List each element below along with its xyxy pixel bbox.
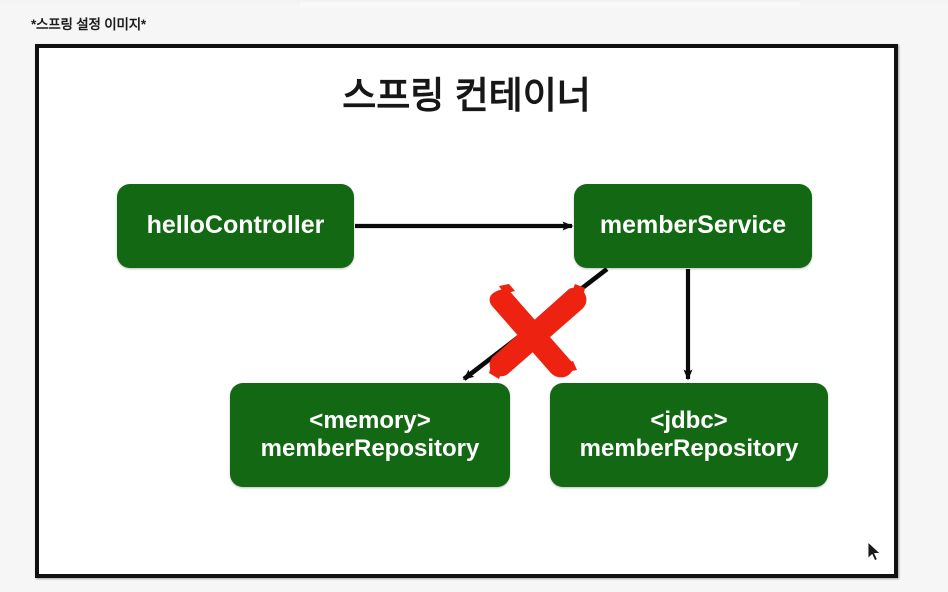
node-member-service[interactable]: memberService — [574, 184, 812, 268]
slide-frame: 스프링 컨테이너 — [35, 44, 898, 578]
bottom-edge-fade — [0, 585, 948, 592]
arrow-service-to-memory — [462, 267, 609, 381]
slide-title: 스프링 컨테이너 — [342, 75, 591, 116]
top-strip-highlight — [300, 2, 800, 7]
node-jdbc-member-repository-type: <jdbc> — [650, 406, 728, 434]
mouse-cursor-icon — [867, 540, 882, 562]
top-strip — [0, 0, 948, 8]
node-member-service-label: memberService — [599, 211, 787, 240]
image-caption: *스프링 설정 이미지* — [31, 17, 146, 32]
connections-overlay — [355, 221, 882, 562]
node-memory-member-repository[interactable]: <memory> memberRepository — [230, 383, 510, 487]
node-hello-controller-label: helloController — [146, 211, 325, 240]
red-cross-icon — [489, 284, 587, 379]
node-jdbc-member-repository[interactable]: <jdbc> memberRepository — [550, 383, 828, 487]
node-hello-controller[interactable]: helloController — [117, 184, 354, 268]
node-jdbc-member-repository-label: memberRepository — [579, 435, 799, 462]
node-memory-member-repository-label: memberRepository — [260, 435, 480, 462]
node-memory-member-repository-type: <memory> — [309, 406, 431, 434]
